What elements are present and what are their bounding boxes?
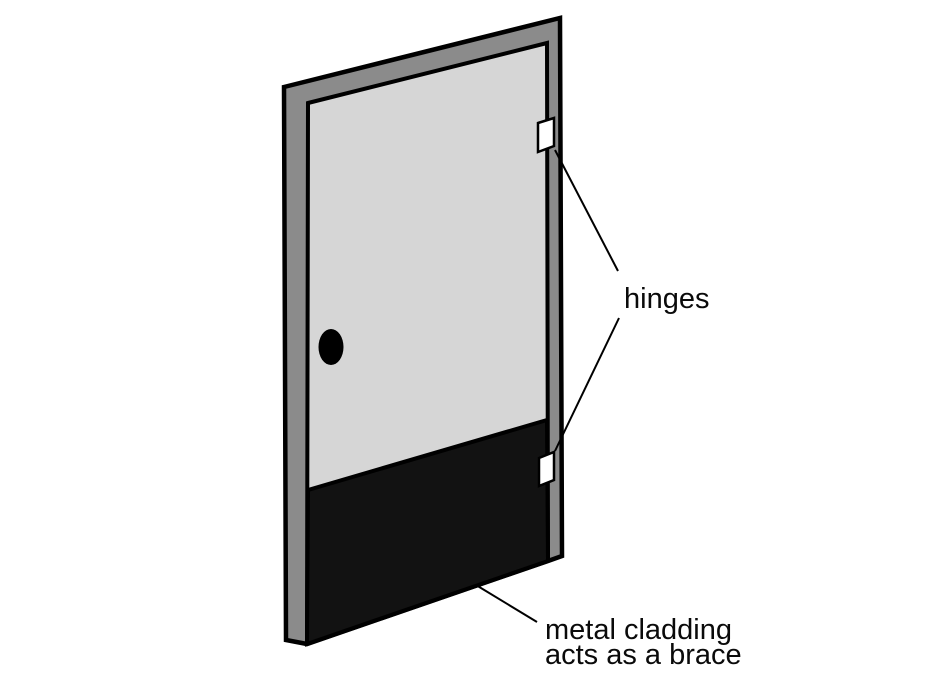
metal-cladding-label-line2: acts as a brace xyxy=(545,639,742,671)
metal-cladding xyxy=(304,417,551,647)
hinges-label: hinges xyxy=(624,283,709,315)
leader-line-top-hinge xyxy=(554,149,619,272)
doorknob xyxy=(318,329,344,365)
leader-line-bottom-hinge xyxy=(554,317,620,452)
hinge-bottom xyxy=(537,450,556,488)
leader-line-metal-cladding xyxy=(475,584,538,623)
hinge-top xyxy=(536,116,556,154)
metal-cladding-label-line1: metal cladding xyxy=(545,614,732,646)
